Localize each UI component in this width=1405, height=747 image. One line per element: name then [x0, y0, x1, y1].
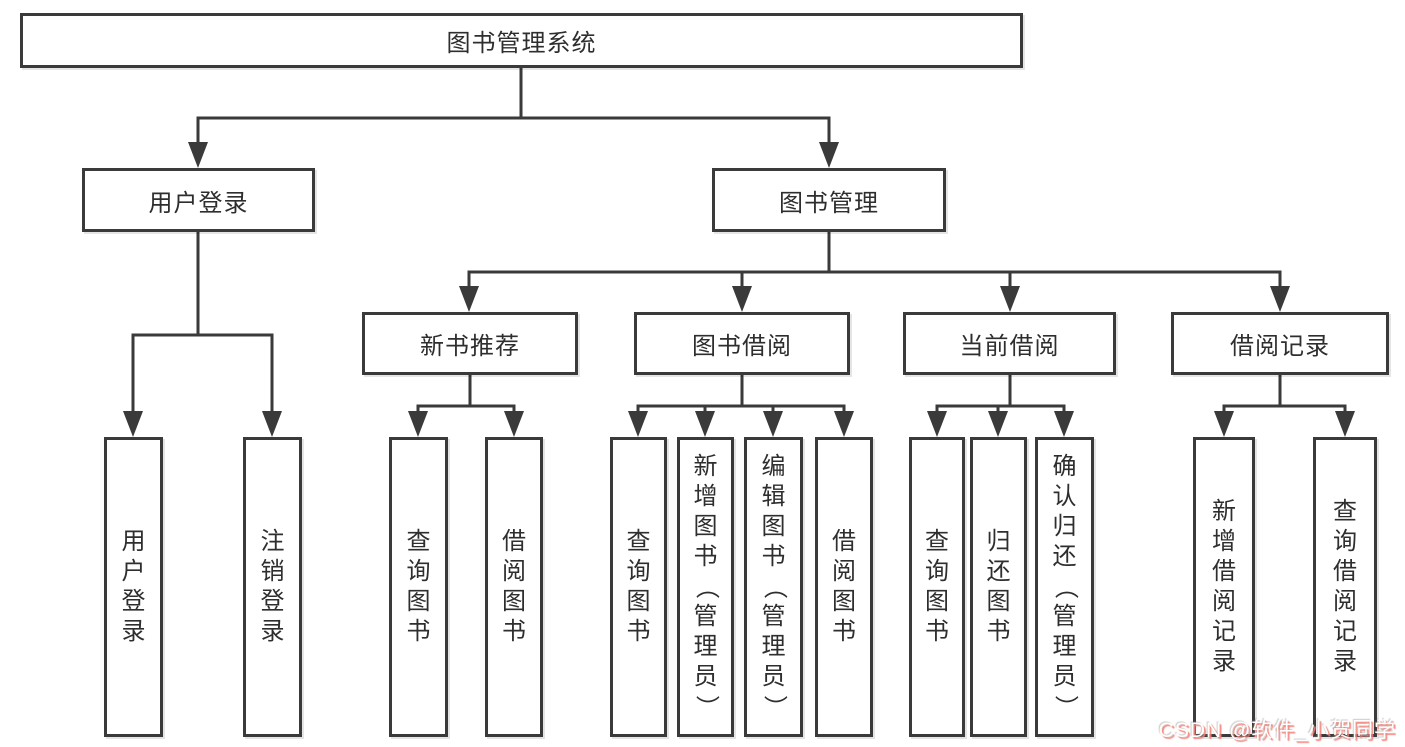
leaf-label: 编辑图书（管理员） [760, 453, 788, 719]
node-current-borrow-label: 当前借阅 [959, 333, 1060, 360]
root-node-label: 图书管理系统 [446, 30, 597, 57]
leaf-label: 借阅图书 [832, 528, 856, 645]
node-user-login-label: 用户登录 [148, 189, 249, 217]
csdn-watermark: CSDN @软件_小贺同学 [1158, 719, 1396, 742]
leaf-query-books-3: 查询图书 [909, 437, 965, 737]
edge-lines [131, 66, 1347, 418]
leaf-borrow-books-1: 借阅图书 [485, 437, 543, 737]
leaf-query-books-1: 查询图书 [389, 437, 448, 737]
leaf-confirm-return-admin: 确认归还（管理员） [1035, 437, 1094, 737]
leaf-label: 用户登录 [121, 528, 146, 645]
leaf-label: 注销登录 [260, 528, 285, 645]
leaf-query-books-2: 查询图书 [610, 437, 667, 737]
node-book-borrow: 图书借阅 [634, 312, 850, 375]
leaf-label: 新增图书（管理员） [692, 453, 720, 719]
leaf-label: 查询图书 [925, 528, 949, 645]
leaf-label: 新增借阅记录 [1212, 498, 1236, 675]
leaf-edit-books-admin: 编辑图书（管理员） [744, 437, 803, 737]
leaf-label: 查询图书 [626, 528, 651, 645]
leaf-label: 查询图书 [406, 528, 431, 645]
leaf-borrow-books-2: 借阅图书 [815, 437, 873, 737]
node-book-borrow-label: 图书借阅 [692, 333, 792, 360]
leaf-logout: 注销登录 [243, 437, 302, 737]
leaf-add-borrow-record: 新增借阅记录 [1193, 437, 1255, 737]
node-user-login: 用户登录 [82, 168, 315, 232]
node-book-management-label: 图书管理 [779, 189, 879, 217]
node-new-book-recommend: 新书推荐 [362, 312, 578, 375]
arrowhead-icons [123, 142, 1355, 437]
root-node: 图书管理系统 [20, 13, 1023, 68]
leaf-label: 确认归还（管理员） [1051, 453, 1079, 719]
node-current-borrow: 当前借阅 [903, 312, 1116, 375]
leaf-add-books-admin: 新增图书（管理员） [677, 437, 734, 737]
leaf-return-books: 归还图书 [970, 437, 1027, 737]
leaf-query-borrow-record: 查询借阅记录 [1313, 437, 1377, 737]
node-book-management: 图书管理 [712, 168, 946, 232]
leaf-label: 查询借阅记录 [1333, 498, 1357, 675]
node-new-book-recommend-label: 新书推荐 [420, 333, 520, 360]
leaf-label: 归还图书 [986, 528, 1011, 645]
node-borrow-records: 借阅记录 [1171, 312, 1389, 375]
node-borrow-records-label: 借阅记录 [1230, 333, 1330, 360]
leaf-user-login: 用户登录 [104, 437, 163, 737]
leaf-label: 借阅图书 [502, 528, 526, 645]
